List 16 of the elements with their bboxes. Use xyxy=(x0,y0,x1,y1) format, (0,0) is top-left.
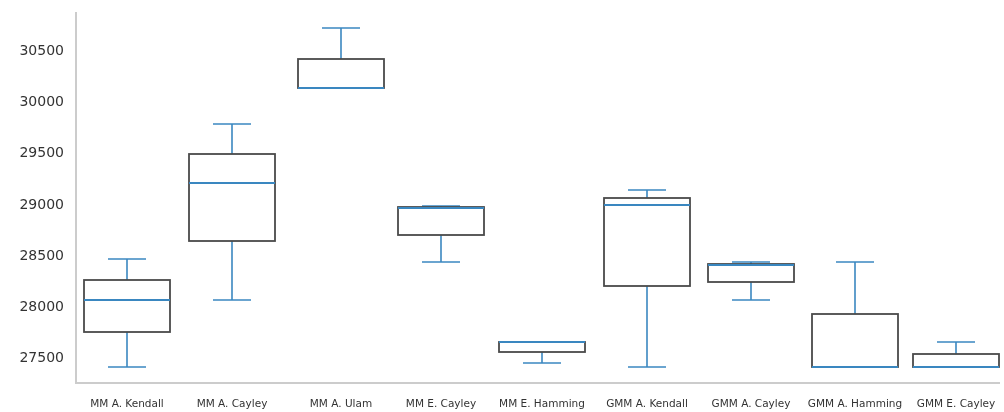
category-label: MM E. Cayley xyxy=(404,397,478,409)
axis-tick-label: 29000 xyxy=(19,196,64,212)
category-label: MM A. Cayley xyxy=(195,397,269,409)
category-label: GMM E. Cayley xyxy=(915,397,997,409)
category-label: MM A. Kendall xyxy=(89,397,165,409)
axis-tick-label: 30500 xyxy=(19,42,64,58)
category-label: GMM A. Cayley xyxy=(710,397,792,409)
axis-tick-label: 27500 xyxy=(19,349,64,365)
category-label: MM A. Ulam xyxy=(308,397,374,409)
axis-tick-label: 28000 xyxy=(19,298,64,314)
axis-tick-label: 29500 xyxy=(19,144,64,160)
category-label: GMM A. Hamming xyxy=(806,397,904,409)
category-label: GMM A. Kendall xyxy=(605,397,689,409)
axis-tick-label: 28500 xyxy=(19,247,64,263)
category-label: MM E. Hamming xyxy=(498,397,586,409)
axis-tick-label: 30000 xyxy=(19,93,64,109)
